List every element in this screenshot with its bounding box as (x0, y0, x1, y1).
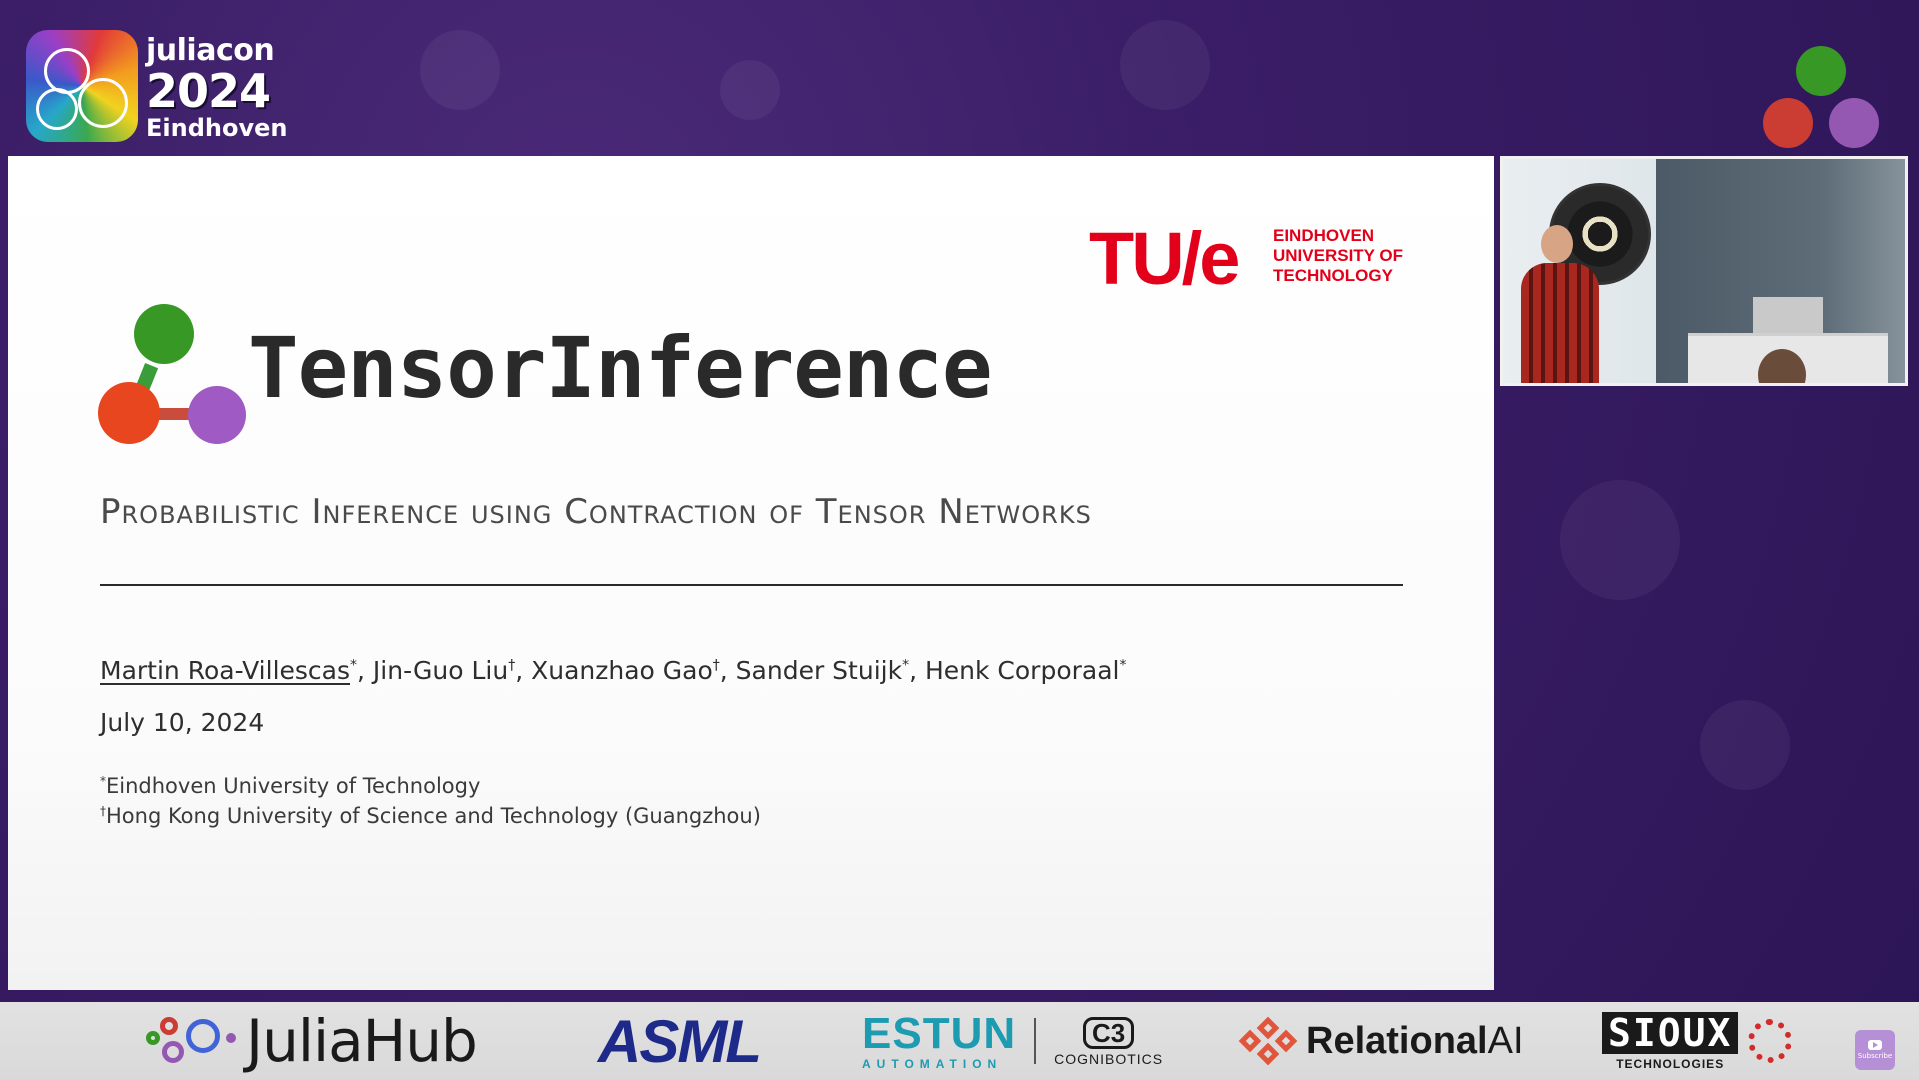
conference-year: 2024 (146, 64, 271, 118)
youtube-icon (1868, 1040, 1882, 1050)
speaker-head (1541, 225, 1573, 263)
author-name: Jin-Guo Liu (372, 656, 509, 685)
author-name: Xuanzhao Gao (531, 656, 713, 685)
sponsor-juliahub: JuliaHub (146, 1002, 478, 1080)
juliahub-name: JuliaHub (246, 1007, 478, 1075)
audience-head (1758, 349, 1806, 383)
background-bokeh (1700, 700, 1790, 790)
author-name: Sander Stuijk (735, 656, 903, 685)
author-name: Martin Roa-Villescas (100, 656, 351, 685)
tue-logo: TU/e EINDHOVEN UNIVERSITY OF TECHNOLOGY (1089, 222, 1419, 302)
sponsor-sioux: SIOUX TECHNOLOGIES (1602, 1002, 1793, 1080)
sponsor-estun: ESTUN AUTOMATION C3 COGNIBOTICS (862, 1009, 1164, 1071)
conference-name: juliacon (146, 33, 275, 68)
tue-mark: TU/e (1089, 217, 1240, 300)
divider (1034, 1018, 1037, 1064)
background-bokeh (420, 30, 500, 110)
slide-title: TensorInference (248, 319, 993, 417)
author-list: Martin Roa-Villescas*, Jin-Guo Liu†, Xua… (100, 656, 1127, 685)
slide-subtitle: Probabilistic Inference using Contractio… (100, 492, 1092, 532)
juliacon-logo: juliacon 2024 Eindhoven (26, 26, 296, 146)
tue-name: EINDHOVEN UNIVERSITY OF TECHNOLOGY (1273, 226, 1404, 285)
presentation-slide: TU/e EINDHOVEN UNIVERSITY OF TECHNOLOGY … (8, 156, 1494, 990)
juliacon-emblem-icon (26, 30, 138, 142)
sponsor-cognibotics: C3 COGNIBOTICS (1054, 1016, 1164, 1067)
tensorinference-logo-icon (98, 304, 258, 454)
divider (100, 584, 1403, 586)
relationalai-icon (1238, 1016, 1298, 1066)
subscribe-button[interactable]: Subscribe (1855, 1030, 1895, 1070)
speaker-body (1521, 263, 1599, 383)
julia-dots-icon (1763, 46, 1879, 150)
author-name: Henk Corporaal (924, 656, 1120, 685)
conference-city: Eindhoven (146, 114, 288, 142)
juliahub-dots-icon (146, 1011, 246, 1071)
affiliation: †Hong Kong University of Science and Tec… (100, 804, 761, 828)
sponsor-bar: JuliaHub ASML ESTUN AUTOMATION C3 COGNIB… (0, 1002, 1919, 1080)
laptop (1753, 297, 1823, 337)
slide-date: July 10, 2024 (100, 708, 265, 737)
sponsor-relationalai: RelationalAI (1238, 1002, 1524, 1080)
background-bokeh (720, 60, 780, 120)
speaker-camera-feed (1500, 156, 1908, 386)
background-bokeh (1120, 20, 1210, 110)
sioux-sun-icon (1748, 1019, 1793, 1063)
background-bokeh (1560, 480, 1680, 600)
affiliation: *Eindhoven University of Technology (100, 774, 481, 798)
sponsor-asml: ASML (598, 1007, 762, 1075)
